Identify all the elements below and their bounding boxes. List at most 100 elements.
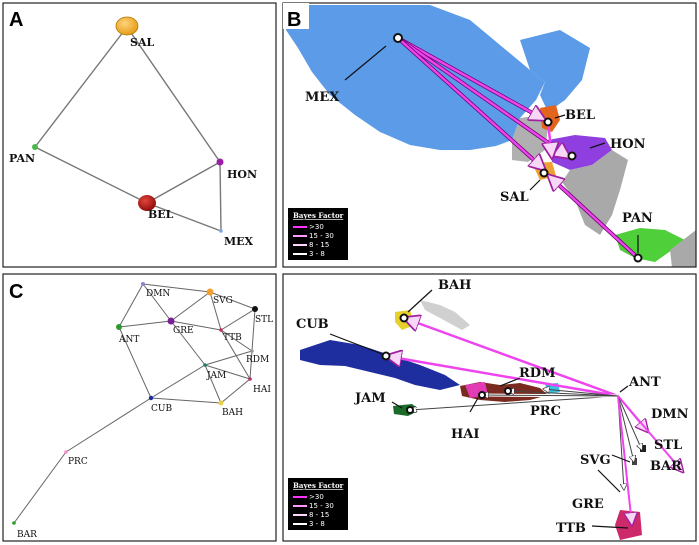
clabel-rdm: RDM	[246, 355, 269, 365]
edge-ant-gre	[118, 320, 172, 328]
dlabel-ant: ANT	[628, 375, 661, 390]
dlabel-dmn: DMN	[651, 407, 689, 422]
clabel-svg: SVG	[213, 296, 233, 306]
map-label-sal: SAL	[500, 190, 529, 205]
panel-a-letter: A	[9, 9, 23, 31]
dlabel-prc: PRC	[530, 404, 561, 419]
panel-c: C	[2, 273, 277, 542]
dlabel-rdm: RDM	[519, 366, 555, 381]
darrow-ant-jam	[410, 395, 619, 410]
map-colombia	[670, 230, 696, 267]
legend-d-item-1: >30	[309, 493, 324, 501]
cnode-hai	[248, 377, 252, 381]
map-label-pan: PAN	[622, 211, 653, 226]
clabel-gre: GRE	[173, 326, 194, 336]
darrow-ant-stl	[617, 395, 642, 450]
map-label-bel: BEL	[565, 108, 595, 123]
edge-bel-hon	[146, 161, 221, 204]
leader-sal	[529, 179, 541, 191]
dleader-ant	[619, 385, 629, 393]
dleader-jam	[391, 401, 403, 409]
edge-svg-stl	[209, 291, 256, 310]
clabel-ttb: TTB	[223, 333, 242, 343]
legend-d-title: Bayes Factor	[293, 481, 344, 490]
clabel-jam: JAM	[206, 371, 226, 381]
cnode-jam	[203, 363, 207, 367]
map-node-mex	[393, 33, 403, 43]
arrow-bel-sal	[548, 121, 552, 158]
edge-hai-bah	[220, 378, 251, 404]
panel-a: A SAL PAN HON BEL MEX	[2, 2, 277, 268]
cnode-svg	[206, 288, 214, 296]
map-yucatan	[520, 30, 590, 112]
edge-ttb-rdm	[220, 329, 253, 352]
edge-prc-bar	[13, 451, 67, 524]
label-hon: HON	[227, 168, 257, 181]
edge-svg-gre	[170, 291, 211, 322]
clabel-hai: HAI	[253, 385, 271, 395]
island-svg	[632, 458, 637, 465]
darrow-ant-rdm	[508, 391, 619, 397]
darrow-ant-bah	[404, 318, 619, 398]
panel-a-edges	[34, 26, 222, 232]
dlabel-stl: STL	[654, 438, 682, 453]
edge-bel-mex	[146, 202, 222, 232]
legend-b-item-1: >30	[309, 223, 324, 231]
arrow-pan-sal	[548, 175, 639, 259]
leader-mex	[344, 45, 387, 81]
edge-dmn-gre	[142, 283, 172, 322]
edge-jam-rdm	[204, 350, 253, 366]
legend-b-title: Bayes Factor	[293, 211, 344, 220]
dlabel-bah: BAH	[438, 278, 471, 293]
leader-bel	[554, 114, 566, 119]
edge-jam-bah	[204, 364, 222, 404]
panel-b-letter-bg	[283, 3, 309, 29]
cnode-bar	[12, 521, 16, 525]
dnode-jam	[406, 406, 414, 414]
map-node-sal	[539, 168, 549, 178]
node-mex	[219, 229, 223, 233]
edge-pan-bel	[34, 146, 148, 204]
legend-b-item-4: 3 - 8	[309, 250, 325, 258]
map-nicaragua	[562, 150, 628, 235]
edge-ttb-hai	[220, 329, 251, 380]
dnode-cub	[381, 351, 391, 361]
edge-svg-ttb	[209, 291, 222, 331]
edge-sal-hon	[126, 26, 221, 163]
edge-hon-mex	[219, 161, 222, 232]
dlabel-gre: GRE	[572, 497, 604, 512]
legend-d-box	[288, 478, 348, 530]
panel-c-letter: C	[9, 281, 23, 303]
map-label-hon: HON	[610, 137, 646, 152]
dleader-ttb	[591, 525, 629, 529]
edge-dmn-svg	[142, 283, 211, 293]
clabel-cub: CUB	[151, 404, 172, 414]
dnode-rdm	[504, 387, 512, 395]
dleader-rdm	[499, 377, 521, 387]
clabel-bah: BAH	[222, 408, 243, 418]
edge-jam-hai	[204, 364, 251, 380]
dlabel-ttb: TTB	[556, 521, 586, 536]
edge-cub-bah	[150, 397, 222, 404]
map-label-mex: MEX	[305, 90, 340, 105]
map-node-pan	[633, 253, 643, 263]
darrow-ant-hai	[482, 395, 619, 396]
dlabel-hai: HAI	[451, 427, 479, 442]
dlabel-cub: CUB	[296, 317, 329, 332]
edge-gre-jam	[170, 320, 206, 366]
label-pan: PAN	[9, 152, 35, 165]
legend-b-item-3: 8 - 15	[309, 241, 329, 249]
island-cuba	[300, 340, 460, 390]
edge-sal-pan	[34, 26, 128, 148]
panel-a-frame	[2, 2, 277, 268]
edge-stl-ttb	[220, 308, 256, 331]
dleader-hai	[469, 397, 479, 413]
dleader-gre	[597, 469, 621, 493]
leader-hon	[589, 142, 606, 149]
island-bahamas-chain	[420, 300, 470, 330]
panel-b-arrows	[396, 36, 640, 260]
darrow-ant-prc	[543, 389, 619, 397]
legend-b-item-2: 15 - 30	[309, 232, 334, 240]
cnode-rdm	[250, 349, 254, 353]
